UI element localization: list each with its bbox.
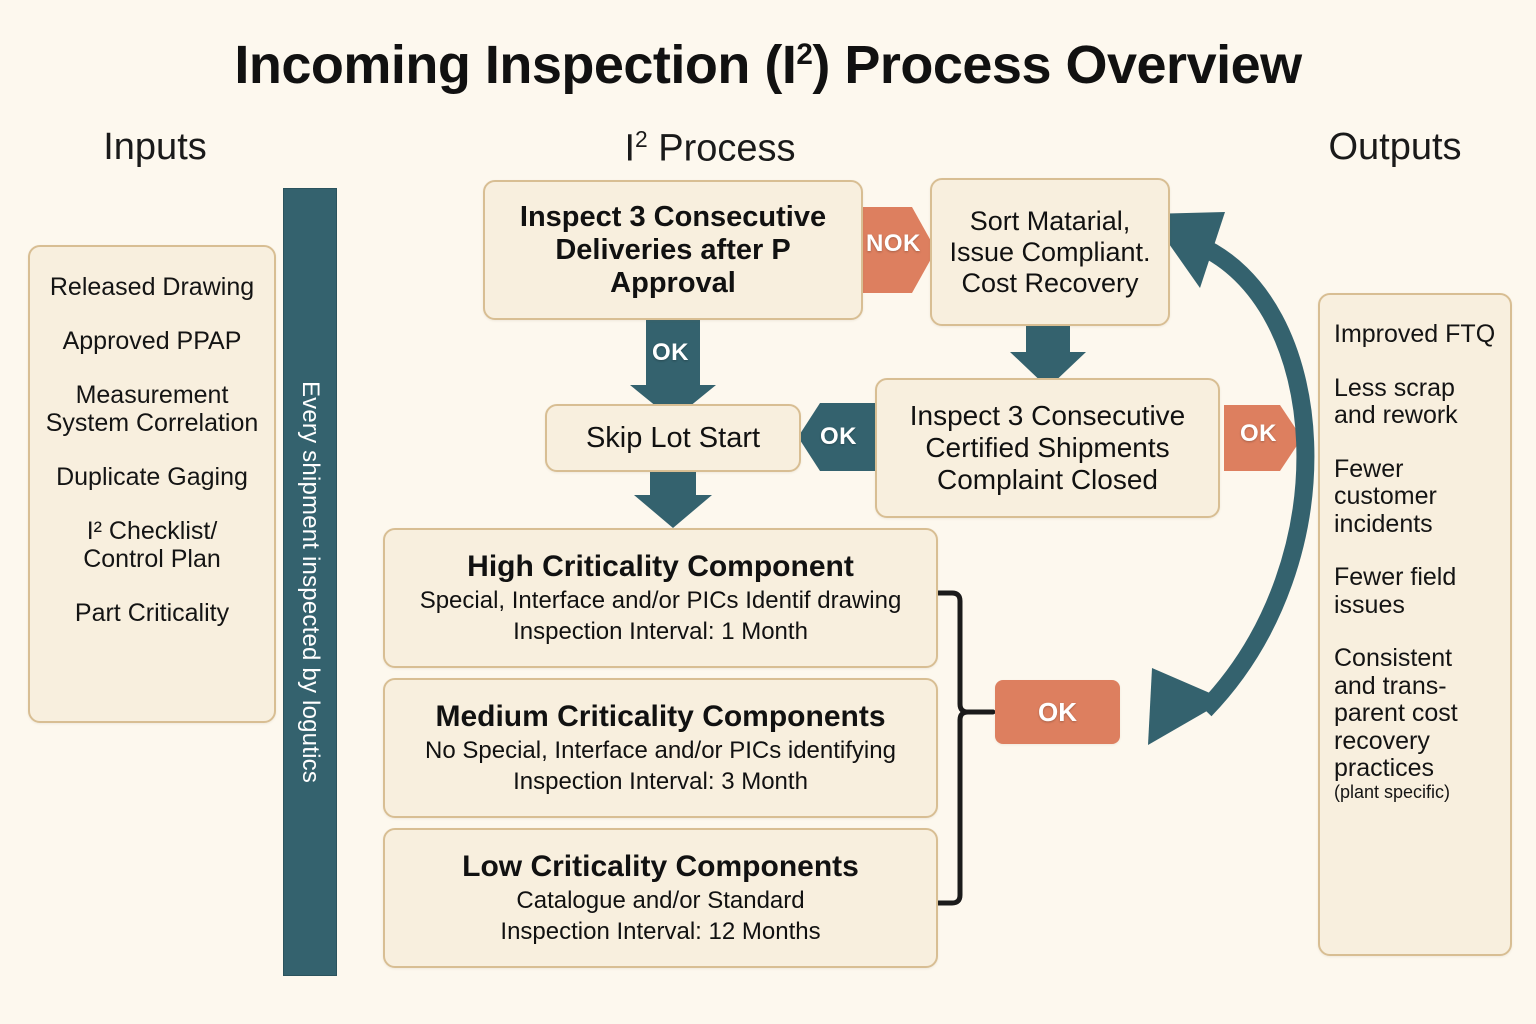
output-item-consistent-transparent-cost-recovery: Consistent and trans-parent cost recover… [1334, 644, 1496, 802]
high-criticality-interval: Inspection Interval: 1 Month [513, 618, 808, 645]
badge-ok-criticality: OK [995, 680, 1120, 744]
output-item-less-scrap-and-rework: Less scrap and rework [1334, 373, 1458, 429]
output-item-fewer-field-issues: Fewer field issues [1334, 563, 1457, 619]
process-box-inspect-3-deliveries-label: Inspect 3 Consecutive Deliveries after P… [519, 200, 827, 299]
output-item-plant-specific-note: (plant specific) [1334, 781, 1451, 802]
badge-ok-right-arrow [1224, 405, 1302, 471]
process-box-high-criticality: High Criticality Component Special, Inte… [383, 528, 938, 668]
outputs-panel: Improved FTQ Less scrap and rework Fewer… [1318, 293, 1512, 956]
badge-nok-label: NOK [866, 230, 921, 257]
input-item-part-criticality: Part Criticality [74, 599, 230, 627]
process-box-medium-criticality: Medium Criticality Components No Special… [383, 678, 938, 818]
vertical-logistics-band: Every shipment inspected by logutics [283, 188, 337, 976]
medium-criticality-interval: Inspection Interval: 3 Month [513, 768, 808, 795]
low-criticality-desc: Catalogue and/or Standard [516, 886, 805, 914]
input-item-i2-checklist-control-plan: I² Checklist/ Control Plan [83, 517, 221, 573]
input-item-duplicate-gaging: Duplicate Gaging [56, 463, 248, 491]
column-title-process: I2 Process [624, 126, 796, 170]
page-title: Incoming Inspection (I2) Process Overvie… [234, 35, 1302, 95]
badge-ok-left-label: OK [820, 423, 857, 450]
process-box-inspect-3-deliveries: Inspect 3 Consecutive Deliveries after P… [483, 180, 863, 320]
column-title-inputs: Inputs [103, 126, 207, 168]
low-criticality-title: Low Criticality Components [462, 849, 859, 883]
badge-nok-arrow [858, 207, 936, 293]
process-box-inspect-3-certified: Inspect 3 Consecutive Certified Shipment… [875, 378, 1220, 518]
output-item-consistent-text: Consistent and trans-parent cost recover… [1334, 644, 1458, 782]
criticality-bracket [935, 590, 996, 906]
output-item-improved-ftq: Improved FTQ [1334, 320, 1496, 348]
badge-ok-down-label: OK [652, 339, 689, 366]
vertical-band-label: Every shipment inspected by logutics [297, 380, 324, 784]
low-criticality-interval: Inspection Interval: 12 Months [500, 918, 821, 945]
input-item-released-drawing: Released Drawing [49, 273, 255, 301]
badge-ok-criticality-label: OK [1038, 696, 1077, 727]
process-box-low-criticality: Low Criticality Components Catalogue and… [383, 828, 938, 968]
medium-criticality-title: Medium Criticality Components [435, 699, 886, 733]
output-item-fewer-customer-incidents: Fewer customer incidents [1334, 454, 1437, 538]
process-box-sort-material-label: Sort Matarial, Issue Compliant. Cost Rec… [949, 205, 1151, 298]
column-title-outputs: Outputs [1328, 126, 1462, 168]
badge-ok-outputs-label: OK [1240, 420, 1277, 447]
process-box-inspect-3-certified-label: Inspect 3 Consecutive Certified Shipment… [909, 400, 1186, 495]
input-item-approved-ppap: Approved PPAP [62, 327, 242, 355]
high-criticality-desc: Special, Interface and/or PICs Identif d… [419, 586, 902, 614]
inputs-panel: Released Drawing Approved PPAP Measureme… [28, 245, 276, 723]
input-item-measurement-system-correlation: Measurement System Correlation [45, 381, 259, 437]
process-box-sort-material: Sort Matarial, Issue Compliant. Cost Rec… [930, 178, 1170, 326]
medium-criticality-desc: No Special, Interface and/or PICs identi… [425, 736, 896, 764]
arrow-skiplot-to-criticality [634, 472, 712, 528]
process-box-skip-lot-start-label: Skip Lot Start [585, 421, 761, 454]
process-box-skip-lot-start: Skip Lot Start [545, 404, 801, 472]
high-criticality-title: High Criticality Component [467, 549, 854, 583]
